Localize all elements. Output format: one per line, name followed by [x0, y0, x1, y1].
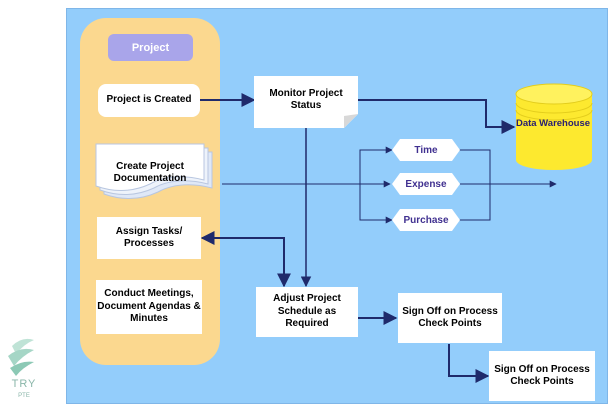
label-expense: Expense — [405, 178, 447, 190]
label-data-warehouse: Data Warehouse — [515, 118, 591, 129]
node-sign-off-1: Sign Off on Process Check Points — [398, 293, 502, 343]
arrow-to-purchase — [359, 184, 393, 224]
node-sign-off-2: Sign Off on Process Check Points — [489, 351, 595, 401]
node-conduct-meetings: Conduct Meetings, Document Agendas & Min… — [96, 280, 202, 334]
data-warehouse-cylinder — [515, 83, 593, 170]
label-purchase: Purchase — [403, 214, 449, 226]
arrow-assign-adjust — [200, 231, 291, 288]
node-create-documentation: Create Project Documentation — [113, 160, 187, 185]
node-monitor-status: Monitor Project Status — [269, 87, 343, 112]
arrow-to-time — [359, 146, 393, 184]
purchase-hexagon — [392, 209, 460, 231]
lane-title: Project — [108, 34, 193, 61]
monitor-card — [254, 76, 358, 128]
documentation-shape — [95, 143, 213, 199]
arrow-signoff-to-signoff — [448, 344, 490, 383]
node-project-created: Project is Created — [98, 84, 200, 117]
node-adjust-schedule: Adjust Project Schedule as Required — [256, 287, 358, 337]
time-hexagon — [392, 139, 460, 161]
expense-hexagon — [392, 173, 460, 195]
arrow-monitor-to-dw — [358, 99, 516, 134]
node-assign-tasks: Assign Tasks/ Processes — [97, 217, 201, 259]
right-bracket — [456, 149, 491, 221]
try-logo-icon — [8, 338, 34, 376]
logo-subtext: PTE — [18, 393, 30, 399]
label-time: Time — [414, 144, 438, 156]
logo-text: TRY — [11, 378, 37, 390]
